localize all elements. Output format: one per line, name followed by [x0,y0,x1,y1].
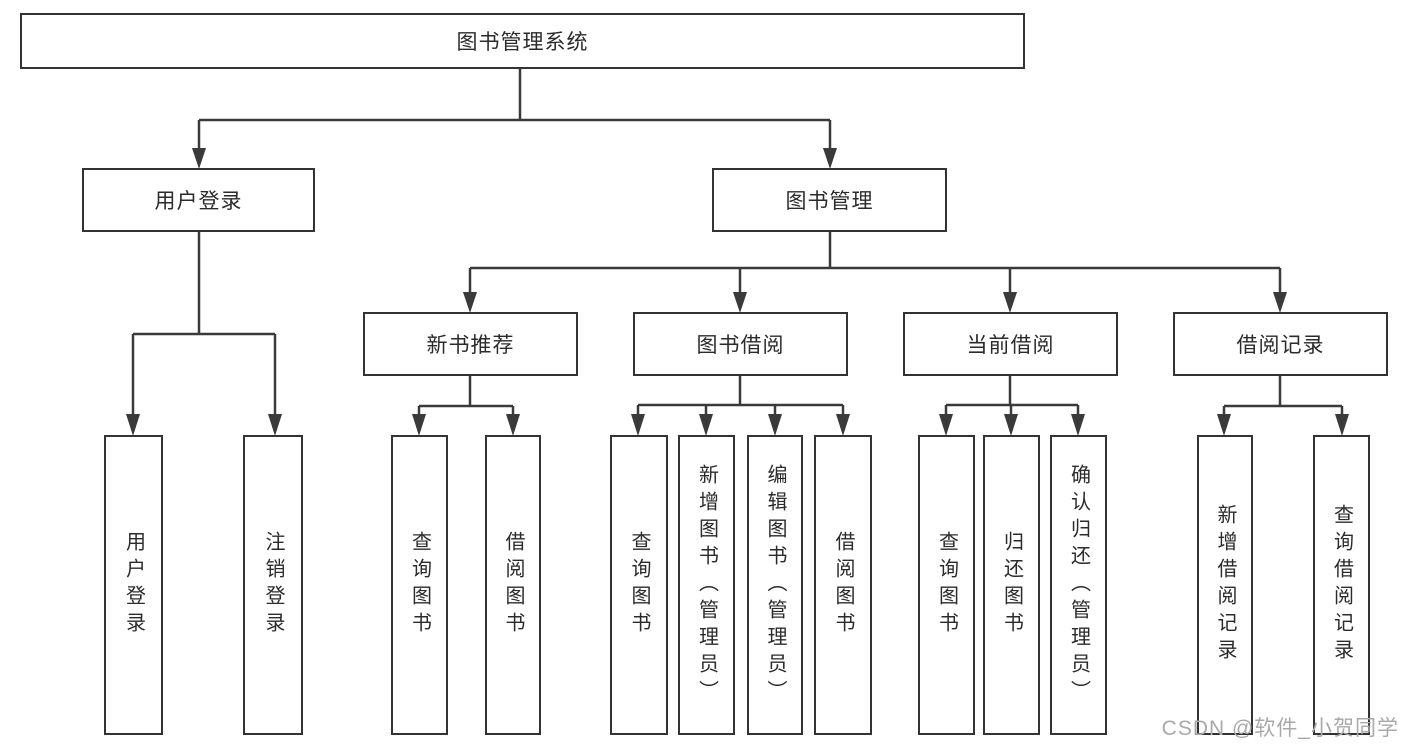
leaf-borrow-books: 借阅图书 [814,435,872,735]
node-new-book-recommend-label: 新书推荐 [426,334,515,357]
node-root-label: 图书管理系统 [456,31,589,54]
leaf-return-books: 归还图书 [983,435,1040,735]
leaf-borrowing-query-books-label: 查询图书 [628,531,650,639]
node-book-management-label: 图书管理 [785,190,874,213]
leaf-user-login-label: 用户登录 [122,531,145,639]
leaf-add-books-admin-label: 新增图书（管理员） [695,463,718,707]
leaf-return-books-label: 归还图书 [1000,531,1023,639]
node-book-borrowing: 图书借阅 [633,312,848,376]
leaf-edit-books-admin-label: 编辑图书（管理员） [764,463,786,707]
leaf-borrow-books-label: 借阅图书 [832,531,854,639]
node-current-borrowing-label: 当前借阅 [966,334,1055,357]
node-user-login-label: 用户登录 [154,190,243,213]
leaf-confirm-return-admin-label: 确认归还（管理员） [1067,463,1090,707]
node-new-book-recommend: 新书推荐 [363,312,578,376]
leaf-user-login: 用户登录 [104,435,163,735]
leaf-recommend-query-books: 查询图书 [391,435,448,735]
node-book-borrowing-label: 图书借阅 [696,334,785,357]
leaf-current-query-books: 查询图书 [918,435,975,735]
leaf-recommend-borrow-books-label: 借阅图书 [502,531,524,639]
node-current-borrowing: 当前借阅 [903,312,1118,376]
node-borrowing-records: 借阅记录 [1173,312,1388,376]
node-borrowing-records-label: 借阅记录 [1236,334,1325,357]
node-book-management: 图书管理 [712,168,947,232]
leaf-query-borrow-record: 查询借阅记录 [1313,435,1370,735]
leaf-logout: 注销登录 [243,435,303,735]
leaf-current-query-books-label: 查询图书 [935,531,958,639]
leaf-edit-books-admin: 编辑图书（管理员） [747,435,803,735]
leaf-logout-label: 注销登录 [262,531,284,639]
node-user-login: 用户登录 [82,168,315,232]
csdn-watermark: CSDN @软件_小贺同学 [1161,717,1399,740]
leaf-recommend-borrow-books: 借阅图书 [485,435,541,735]
node-root-system: 图书管理系统 [20,13,1025,69]
leaf-add-borrow-record: 新增借阅记录 [1197,435,1253,735]
leaf-add-books-admin: 新增图书（管理员） [678,435,735,735]
leaf-borrowing-query-books: 查询图书 [610,435,668,735]
leaf-confirm-return-admin: 确认归还（管理员） [1050,435,1107,735]
leaf-query-borrow-record-label: 查询借阅记录 [1330,504,1353,666]
leaf-add-borrow-record-label: 新增借阅记录 [1214,504,1236,666]
leaf-recommend-query-books-label: 查询图书 [408,531,431,639]
